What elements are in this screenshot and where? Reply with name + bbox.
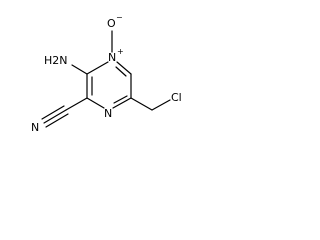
bond-c5-ch2 (130, 97, 153, 111)
chlorine-label: Cl (171, 91, 182, 104)
ring-bonds (86, 61, 132, 109)
atom-labels: O − N + H2N N N Cl (31, 13, 182, 134)
ring-n-plus-charge: + (117, 47, 124, 56)
ring-n-plus-label: N (108, 51, 116, 64)
n-oxide-oxygen-label: O (107, 17, 116, 30)
bond-nitrile-triple-2 (41, 105, 65, 120)
bond-c3-n4 (86, 97, 105, 109)
nitrile-n-label: N (31, 121, 39, 134)
bond-n1-c2 (86, 61, 109, 75)
bond-c2-amino (71, 64, 88, 75)
ring-n-lower-label: N (104, 107, 112, 120)
bond-nitrile-triple-3 (45, 113, 69, 128)
molecule-diagram: O − N + H2N N N Cl (31, 13, 182, 134)
substituent-bonds (41, 30, 171, 128)
bond-c6-n1-inner (115, 66, 127, 77)
bond-c6-n1 (116, 61, 132, 75)
amino-label: H2N (44, 54, 68, 67)
n-oxide-oxygen-charge: − (116, 13, 123, 22)
bond-n4-c5 (112, 97, 132, 109)
bond-n4-c5-inner (113, 95, 128, 104)
bond-ch2-cl (151, 99, 171, 111)
bond-c3-nitrile-carbon (65, 97, 88, 111)
bond-nitrile-triple-1 (43, 109, 67, 124)
